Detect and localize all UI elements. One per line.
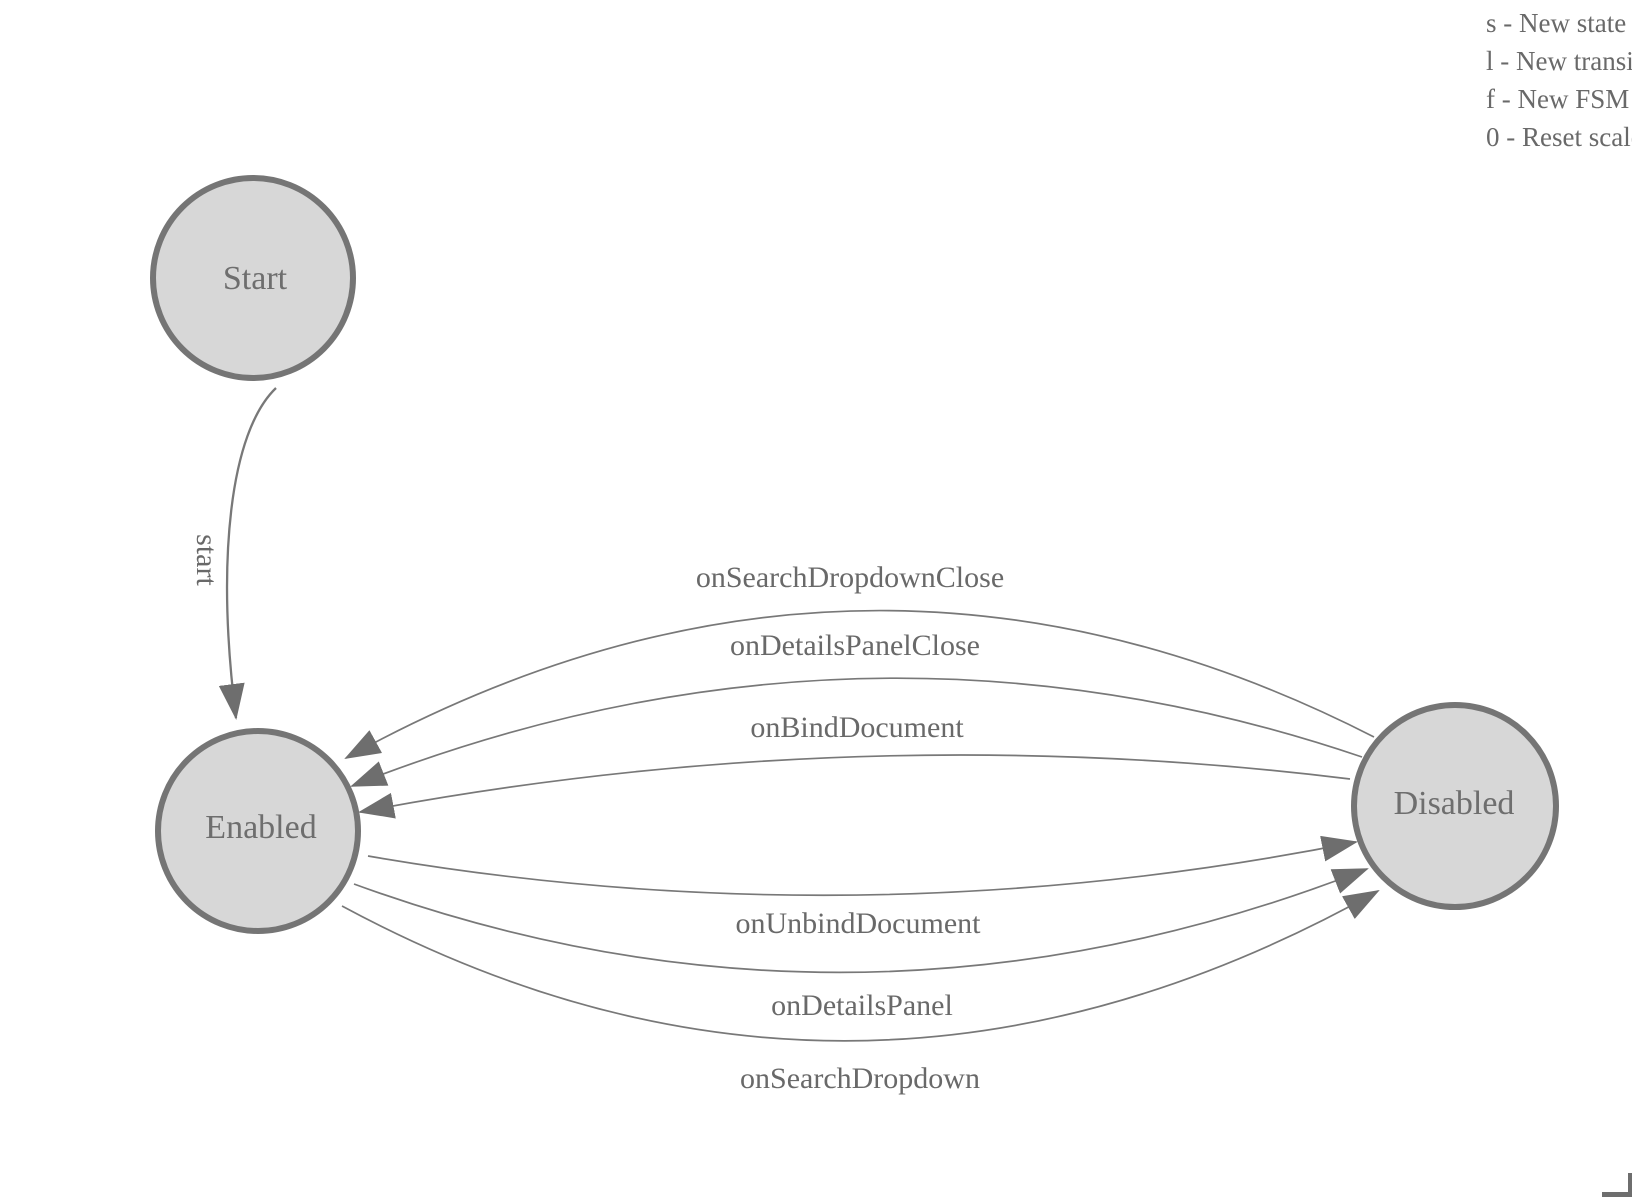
- transition-onSearchDropdown-label: onSearchDropdown: [740, 1062, 980, 1095]
- state-enabled-label: Enabled: [205, 809, 316, 846]
- transition-onDetailsPanel-label: onDetailsPanel: [771, 989, 953, 1022]
- transition-onDetailsPanel[interactable]: onDetailsPanel: [353, 868, 1369, 1022]
- transition-onDetailsPanelClose-path[interactable]: [350, 677, 1363, 787]
- transition-onUnbindDocument-label: onUnbindDocument: [736, 907, 982, 940]
- state-enabled[interactable]: Enabled: [155, 728, 361, 934]
- state-disabled-circle[interactable]: [1351, 702, 1559, 910]
- transition-onSearchDropdownClose-label: onSearchDropdownClose: [696, 561, 1004, 594]
- transition-onUnbindDocument-path[interactable]: [367, 835, 1358, 897]
- state-disabled-label: Disabled: [1394, 785, 1515, 822]
- legend-item-new-transition: l - New transition: [1486, 46, 1632, 76]
- transition-onSearchDropdown-path[interactable]: [341, 890, 1380, 1042]
- state-start[interactable]: Start: [150, 175, 356, 381]
- canvas-corner-bracket-horizontal: [1602, 1192, 1632, 1197]
- state-start-circle[interactable]: [150, 175, 356, 381]
- transition-onBindDocument-path[interactable]: [358, 754, 1351, 819]
- canvas-corner-bracket-vertical: [1628, 1173, 1632, 1197]
- transition-start-label: start: [190, 534, 223, 586]
- transition-onDetailsPanel-path[interactable]: [353, 868, 1369, 974]
- state-start-label: Start: [223, 260, 288, 297]
- legend-item-new-state: s - New state: [1486, 8, 1627, 38]
- hotkey-legend: s - New state l - New transition f - New…: [1486, 4, 1632, 156]
- state-enabled-circle[interactable]: [155, 728, 361, 934]
- legend-item-reset: 0 - Reset scale: [1486, 122, 1632, 152]
- transition-onBindDocument[interactable]: onBindDocument: [358, 711, 1351, 819]
- transition-onSearchDropdown[interactable]: onSearchDropdown: [341, 890, 1380, 1095]
- transition-start-path[interactable]: [218, 387, 277, 720]
- transition-onSearchDropdownClose-path[interactable]: [344, 609, 1375, 759]
- transition-onBindDocument-label: onBindDocument: [750, 711, 964, 744]
- transition-onDetailsPanelClose[interactable]: onDetailsPanelClose: [350, 629, 1363, 787]
- transition-start[interactable]: start: [190, 387, 277, 720]
- transition-onUnbindDocument[interactable]: onUnbindDocument: [367, 835, 1358, 940]
- legend-item-new-fsm: f - New FSM: [1486, 84, 1630, 114]
- state-disabled[interactable]: Disabled: [1351, 702, 1559, 910]
- transition-onSearchDropdownClose[interactable]: onSearchDropdownClose: [344, 561, 1375, 759]
- transition-onDetailsPanelClose-label: onDetailsPanelClose: [730, 629, 980, 662]
